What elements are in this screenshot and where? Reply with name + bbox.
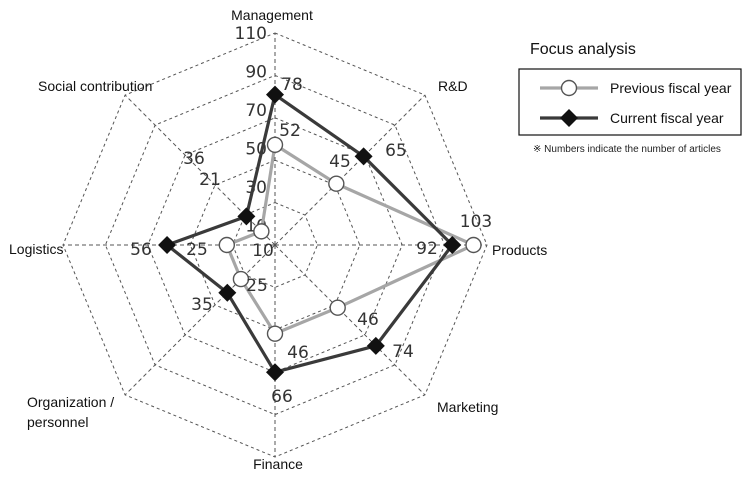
- value-label: 74: [392, 342, 414, 362]
- value-label: 36: [183, 149, 205, 169]
- data-point: [266, 363, 284, 382]
- legend-note: ※ Numbers indicate the number of article…: [533, 144, 721, 155]
- data-point: [266, 136, 284, 153]
- value-label: 45: [329, 152, 351, 172]
- value-label: 103: [460, 212, 492, 232]
- data-point: [266, 325, 284, 342]
- legend-label: Previous fiscal year: [610, 80, 732, 96]
- series-previous: [218, 136, 482, 342]
- data-point: [232, 270, 250, 288]
- value-label: 66: [271, 387, 293, 407]
- data-point: [329, 299, 346, 316]
- axis-label: Organization /personnel: [27, 394, 114, 430]
- axis-label: Products: [492, 242, 547, 258]
- radar-grid: [62, 32, 488, 458]
- scale-tick-label: 70: [245, 101, 267, 121]
- grid-ring: [147, 117, 403, 373]
- value-label: 56: [130, 240, 152, 260]
- legend-item: Current fiscal year: [540, 109, 724, 127]
- data-point: [266, 85, 284, 104]
- scale-tick-label: 90: [245, 63, 267, 83]
- data-point: [218, 236, 236, 254]
- axis-label: Finance: [253, 456, 303, 472]
- axis-label: R&D: [438, 78, 468, 94]
- value-label: 65: [385, 141, 407, 161]
- value-label: 46: [357, 310, 379, 330]
- grid-ring: [232, 202, 318, 288]
- legend-title: Focus analysis: [530, 41, 636, 58]
- value-label: 78: [281, 75, 303, 95]
- series-line: [163, 92, 455, 375]
- value-label: 25: [246, 276, 268, 296]
- value-label: 25: [186, 240, 208, 260]
- data-point: [218, 283, 237, 302]
- legend-item: Previous fiscal year: [540, 79, 732, 97]
- axis-label: Social contribution: [38, 78, 152, 94]
- scale-center-label: 10: [252, 241, 274, 261]
- axis-label: Logistics: [9, 241, 63, 257]
- grid-ring: [104, 74, 446, 416]
- radar-series: [158, 85, 482, 382]
- axis-label: Marketing: [437, 399, 498, 415]
- value-label: 52: [279, 121, 301, 141]
- scale-tick-label: 110: [235, 24, 267, 44]
- series-current: [158, 85, 462, 382]
- value-label: 21: [199, 170, 221, 190]
- legend-box: [518, 68, 742, 136]
- legend: Focus analysis Previous fiscal yearCurre…: [518, 41, 742, 155]
- grid-spoke: [124, 244, 276, 396]
- data-point: [443, 236, 462, 254]
- legend-marker: [560, 109, 578, 127]
- value-label: 35: [191, 295, 213, 315]
- axis-label: Management: [231, 7, 313, 23]
- data-point: [253, 223, 270, 240]
- grid-spoke: [274, 244, 426, 396]
- data-point: [366, 336, 385, 355]
- data-point: [354, 147, 373, 166]
- legend-marker: [560, 79, 578, 97]
- data-point: [328, 175, 345, 192]
- data-point: [465, 236, 482, 254]
- value-label: 46: [287, 343, 309, 363]
- value-label: 92: [416, 239, 438, 259]
- data-point: [237, 207, 256, 226]
- data-point: [158, 236, 177, 254]
- grid-spoke: [274, 94, 426, 246]
- legend-label: Current fiscal year: [610, 110, 724, 126]
